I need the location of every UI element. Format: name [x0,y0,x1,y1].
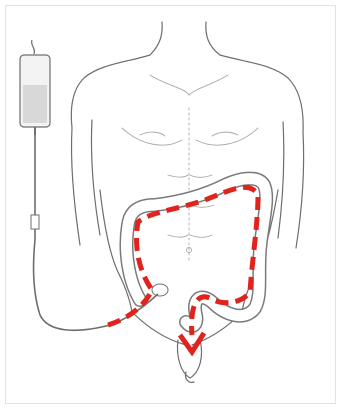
bag-hook-icon [32,40,35,54]
torso-shading [122,75,258,260]
arrowhead-icon [180,333,204,352]
enema-bag [20,40,50,135]
tube-clamp [31,215,39,229]
bag-fluid [23,85,47,123]
